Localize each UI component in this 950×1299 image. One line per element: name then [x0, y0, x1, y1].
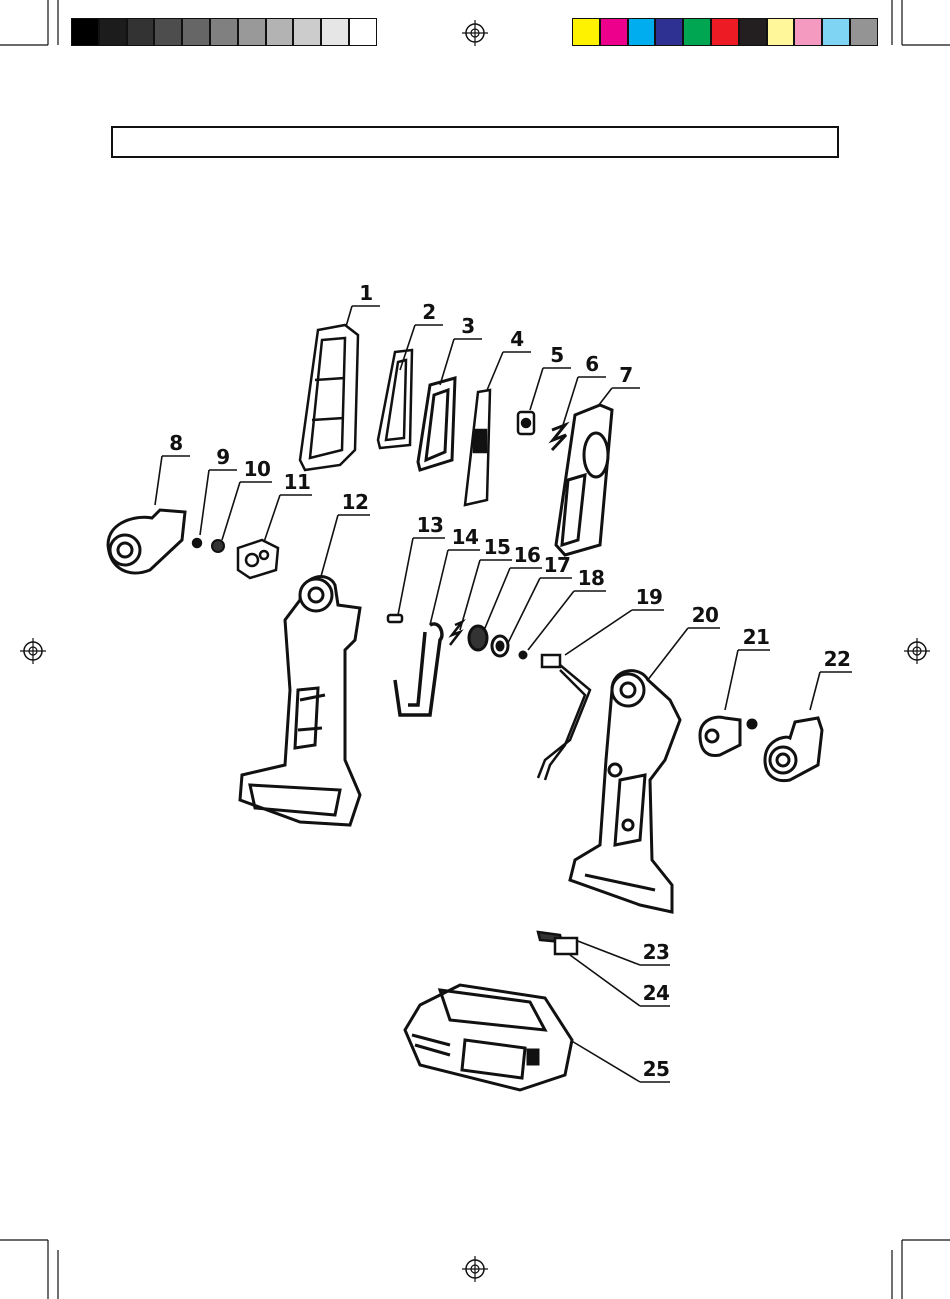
part-label-12: 12	[342, 491, 369, 513]
part-22-gear-housing	[765, 718, 822, 781]
part-label-19: 19	[636, 586, 663, 608]
part-11-bracket	[238, 540, 278, 578]
part-label-5: 5	[550, 344, 563, 366]
part-label-11: 11	[284, 471, 311, 493]
part-label-2: 2	[422, 301, 435, 323]
part-20-right-housing	[570, 671, 680, 912]
part-16-washer	[469, 626, 487, 650]
part-label-4: 4	[510, 328, 523, 350]
registration-mark-top	[462, 20, 488, 46]
part-25-battery-pack	[405, 985, 572, 1090]
part-2-gasket	[378, 350, 412, 448]
part-label-10: 10	[244, 458, 271, 480]
part-24-connector	[555, 938, 577, 954]
part-label-1: 1	[359, 282, 372, 304]
part-label-21: 21	[743, 626, 770, 648]
part-13-pin	[388, 615, 402, 622]
part-label-3: 3	[461, 315, 474, 337]
part-12-left-housing	[240, 577, 360, 825]
part-21-collar	[700, 717, 756, 755]
part-label-16: 16	[514, 544, 541, 566]
part-17-ring	[492, 636, 508, 656]
part-label-20: 20	[692, 604, 719, 626]
part-3-frame	[418, 378, 455, 470]
part-9-screw	[193, 539, 201, 547]
part-10-nut	[212, 540, 224, 552]
part-19-wire-lead	[538, 655, 590, 780]
part-label-14: 14	[452, 526, 479, 548]
part-label-25: 25	[643, 1058, 670, 1080]
part-label-15: 15	[484, 536, 511, 558]
part-label-18: 18	[578, 567, 605, 589]
part-label-24: 24	[643, 982, 670, 1004]
part-label-7: 7	[619, 364, 632, 386]
part-label-6: 6	[585, 353, 598, 375]
part-5-switch	[518, 412, 534, 434]
registration-mark-bottom	[462, 1256, 488, 1282]
part-6-spring	[552, 425, 566, 450]
part-label-9: 9	[216, 446, 229, 468]
part-label-23: 23	[643, 941, 670, 963]
part-label-8: 8	[169, 432, 182, 454]
part-1-housing-rail	[300, 325, 358, 470]
leader-lines	[155, 306, 852, 1082]
part-4-circuit-board	[465, 390, 490, 505]
registration-mark-left	[20, 638, 46, 664]
part-15-spring	[450, 622, 462, 645]
part-label-17: 17	[544, 554, 571, 576]
part-18-screw	[520, 652, 527, 659]
part-14-belt-clip	[395, 624, 442, 715]
part-8-head-cap	[108, 510, 185, 573]
registration-mark-right	[904, 638, 930, 664]
part-label-22: 22	[824, 648, 851, 670]
part-label-13: 13	[417, 514, 444, 536]
